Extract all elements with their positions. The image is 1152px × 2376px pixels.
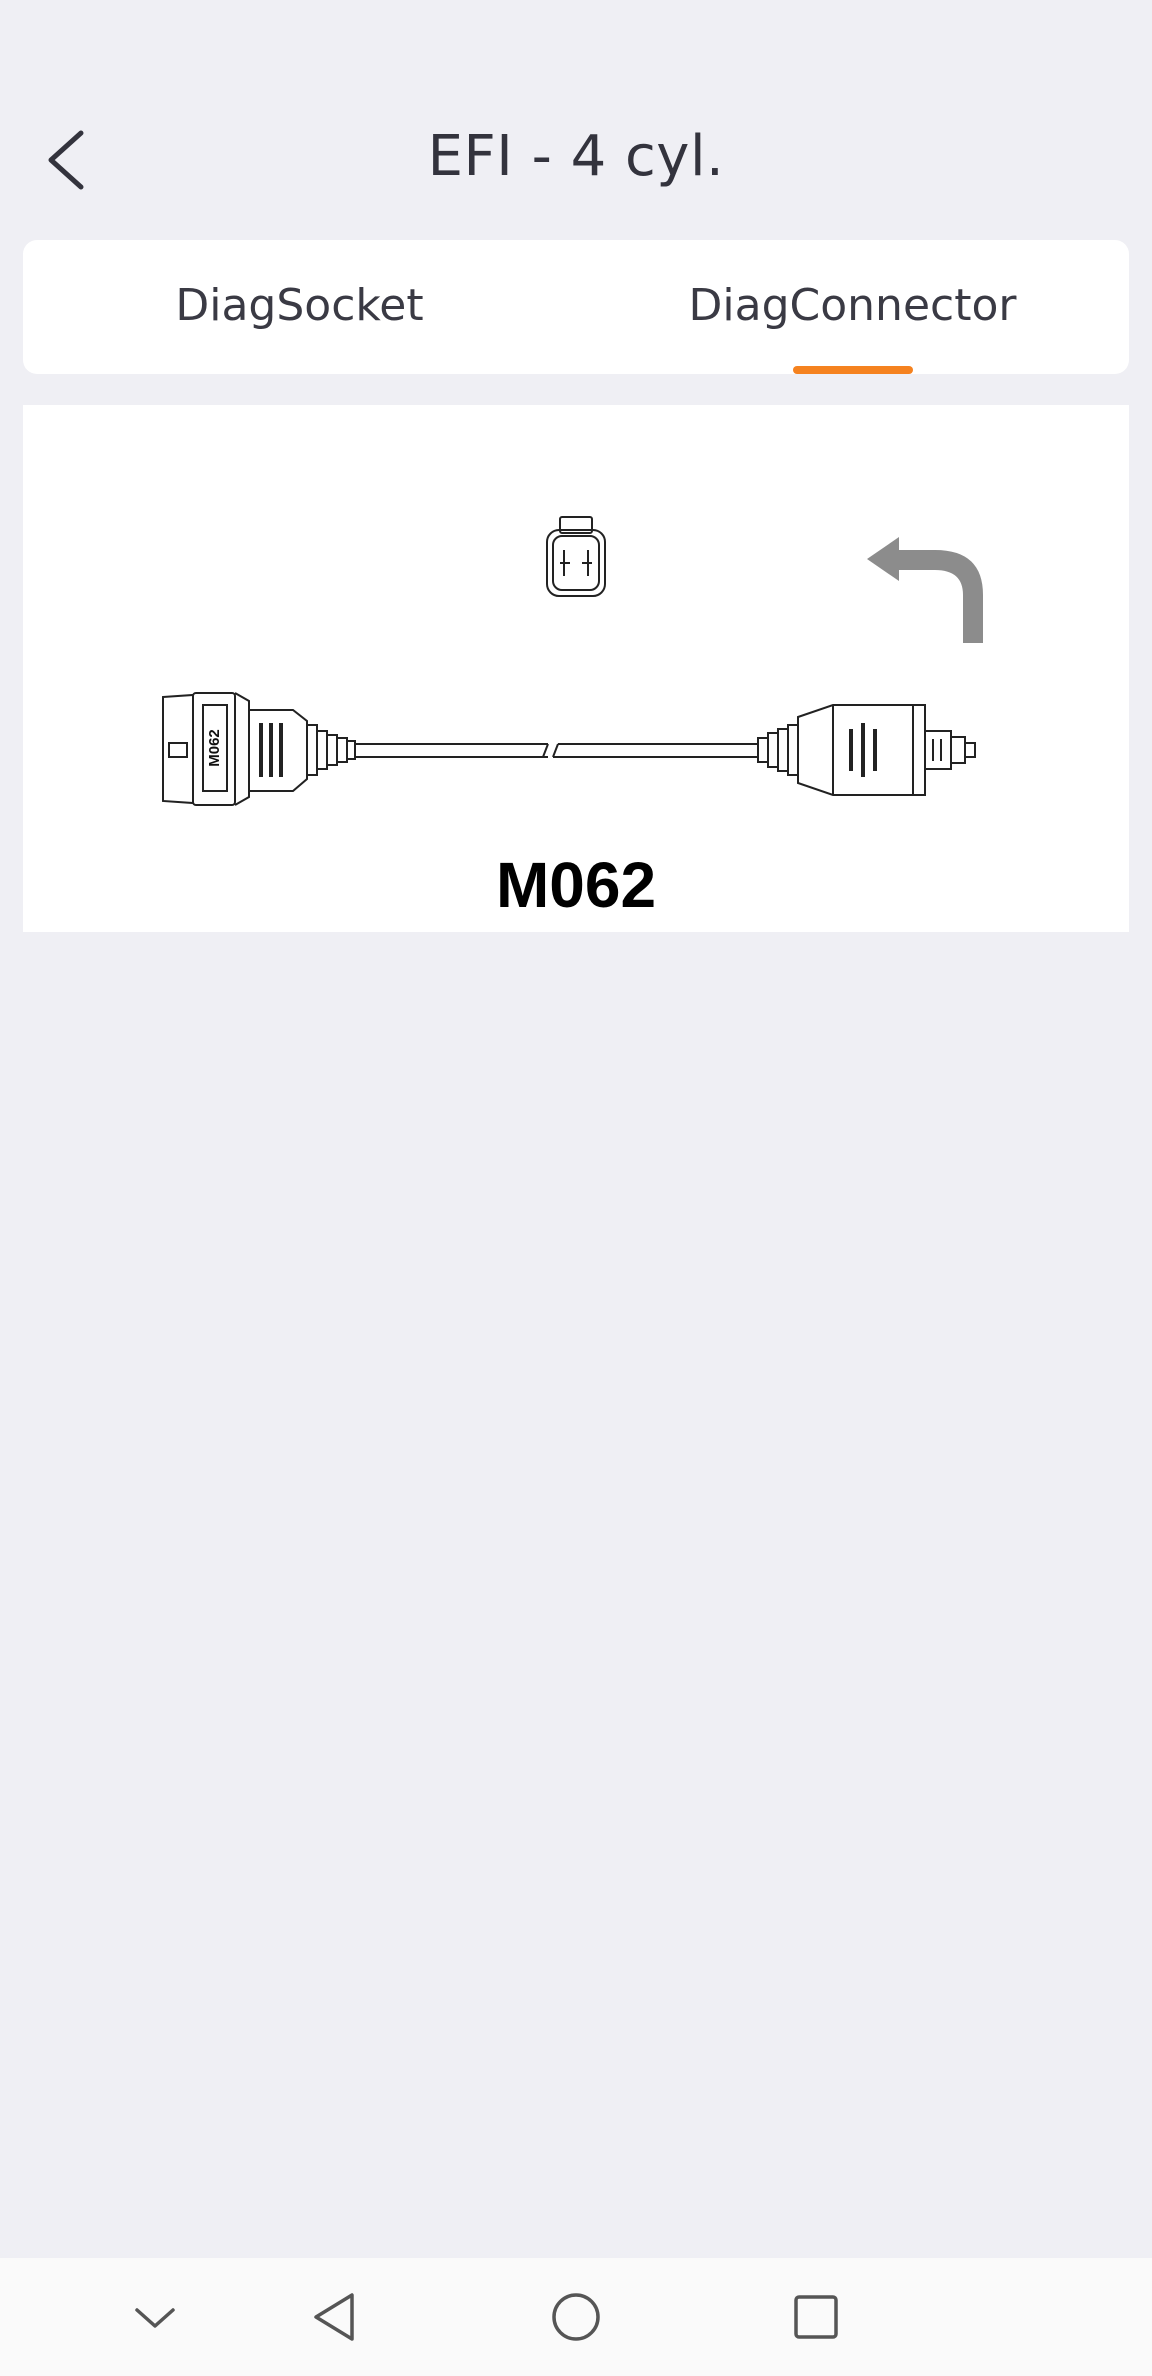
model-label: M062 (495, 849, 657, 921)
hide-nav-button[interactable] (120, 2282, 190, 2352)
return-arrow-icon (867, 537, 983, 643)
home-circle-icon (552, 2293, 600, 2341)
tab-diagsocket[interactable]: DiagSocket (23, 240, 576, 374)
nav-recents-button[interactable] (781, 2282, 851, 2352)
connector-image-card: M062 M062 (23, 405, 1129, 932)
nav-back-button[interactable] (300, 2282, 370, 2352)
chevron-left-icon (48, 130, 84, 190)
page-title: EFI - 4 cyl. (427, 124, 725, 189)
header: EFI - 4 cyl. (0, 80, 1152, 240)
cable-label: M062 (206, 729, 223, 767)
back-button[interactable] (30, 120, 100, 200)
tab-label: DiagSocket (175, 279, 424, 331)
system-navigation-bar (0, 2258, 1152, 2376)
back-triangle-icon (314, 2293, 354, 2341)
active-tab-indicator (792, 366, 913, 374)
tab-bar: DiagSocket DiagConnector (23, 240, 1129, 374)
connector-socket-icon (546, 516, 606, 597)
cable-icon (162, 692, 976, 806)
cable-diagram: M062 (162, 516, 983, 806)
recent-square-icon (794, 2295, 838, 2339)
chevron-down-icon (135, 2308, 175, 2328)
tab-label: DiagConnector (688, 279, 1017, 331)
nav-home-button[interactable] (541, 2282, 611, 2352)
tab-diagconnector[interactable]: DiagConnector (576, 240, 1129, 374)
